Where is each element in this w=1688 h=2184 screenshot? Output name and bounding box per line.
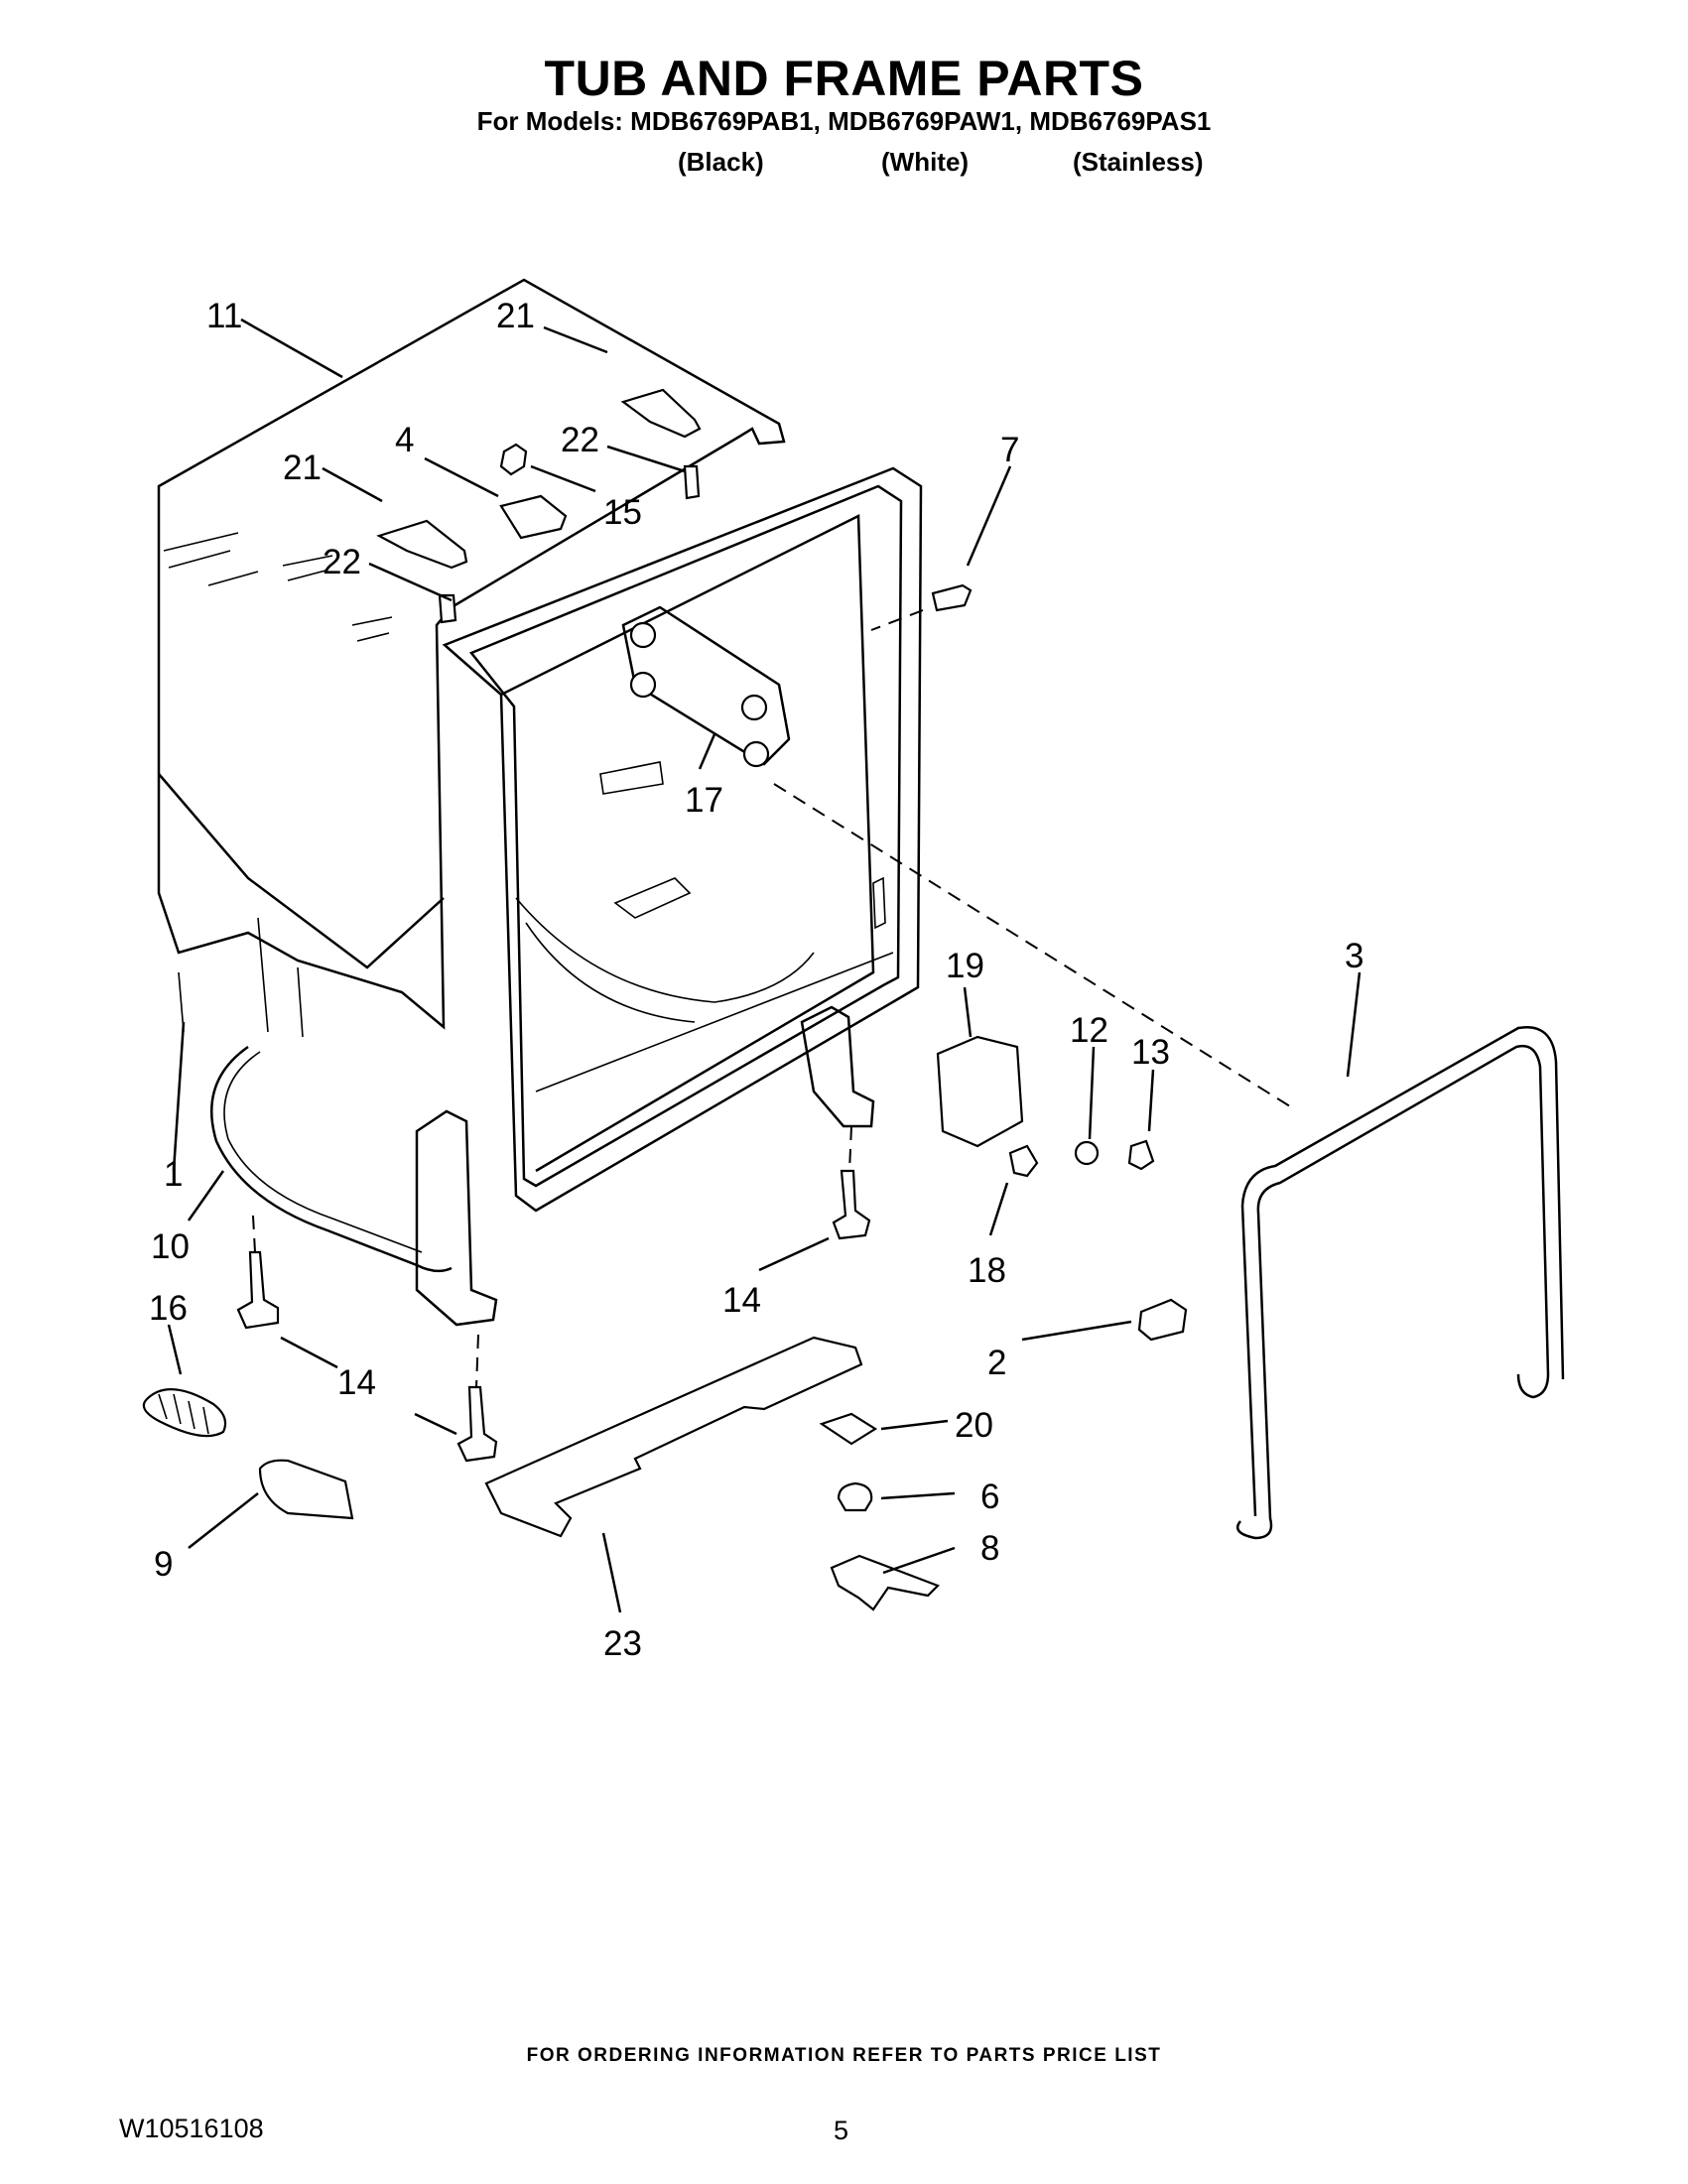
top-clip — [499, 494, 568, 540]
callout-18: 18 — [968, 1251, 1006, 1290]
callout-9: 9 — [154, 1545, 173, 1584]
callout-3: 3 — [1345, 937, 1363, 975]
bracket-8 — [830, 1554, 940, 1611]
callout-13: 13 — [1131, 1033, 1170, 1072]
callout-20: 20 — [955, 1406, 993, 1445]
ordering-note: FOR ORDERING INFORMATION REFER TO PARTS … — [526, 2045, 1162, 2066]
tub-front-frame — [442, 466, 923, 1213]
hinge-bracket — [621, 605, 791, 768]
cover-9 — [258, 1459, 354, 1520]
callout-15: 15 — [603, 493, 642, 532]
part-2-clip — [1137, 1298, 1188, 1342]
page-title: TUB AND FRAME PARTS — [544, 51, 1144, 106]
callout-6: 6 — [980, 1477, 999, 1516]
leader-lines — [167, 318, 1362, 1613]
model-list: For Models: MDB6769PAB1, MDB6769PAW1, MD… — [476, 106, 1212, 136]
top-screw-15 — [499, 443, 528, 476]
callout-7: 7 — [1000, 431, 1019, 469]
variant-white: (White) — [881, 147, 970, 177]
callout-14-left: 14 — [337, 1363, 376, 1402]
screw-18 — [1008, 1144, 1039, 1178]
screw-13 — [1127, 1139, 1155, 1171]
screw-7 — [931, 583, 973, 612]
callout-22-lower: 22 — [323, 543, 361, 581]
panel-23 — [484, 1336, 863, 1538]
washer-12 — [1074, 1140, 1100, 1166]
part-19-shield — [936, 1035, 1024, 1148]
callout-14-right: 14 — [722, 1281, 761, 1320]
callout-23: 23 — [603, 1624, 642, 1663]
callout-8: 8 — [980, 1529, 999, 1568]
hose — [209, 1045, 453, 1273]
callout-21-lower: 21 — [283, 449, 322, 487]
callout-19: 19 — [946, 947, 984, 985]
screw-22-left — [438, 593, 457, 624]
right-bracket — [800, 1005, 875, 1128]
variant-black: (Black) — [678, 147, 764, 177]
callout-10: 10 — [151, 1227, 190, 1266]
callout-22-upper: 22 — [561, 421, 599, 459]
door-gasket — [1235, 1044, 1550, 1540]
callout-21-upper: 21 — [496, 297, 535, 335]
callout-17: 17 — [685, 781, 723, 820]
pad-20 — [819, 1412, 878, 1446]
callout-16: 16 — [149, 1289, 188, 1328]
top-bracket-left — [376, 519, 468, 570]
tub-shell — [157, 278, 786, 1038]
callout-1: 1 — [164, 1155, 183, 1194]
callout-11: 11 — [206, 297, 242, 335]
spring-16 — [142, 1388, 227, 1438]
page-number: 5 — [834, 2116, 849, 2145]
variant-stainless: (Stainless) — [1073, 147, 1204, 177]
callout-12: 12 — [1070, 1011, 1108, 1050]
callout-4: 4 — [395, 421, 414, 459]
document-number: W10516108 — [119, 2114, 264, 2143]
screw-22-right — [683, 464, 701, 500]
left-bracket — [415, 1109, 498, 1327]
thermostat-6 — [837, 1481, 873, 1512]
callout-labels: 11 21 4 22 15 21 22 7 17 19 3 12 13 1 10… — [149, 297, 1363, 1663]
top-bracket-right — [620, 388, 702, 439]
leveling-legs — [236, 1169, 871, 1463]
callout-2: 2 — [987, 1344, 1006, 1382]
